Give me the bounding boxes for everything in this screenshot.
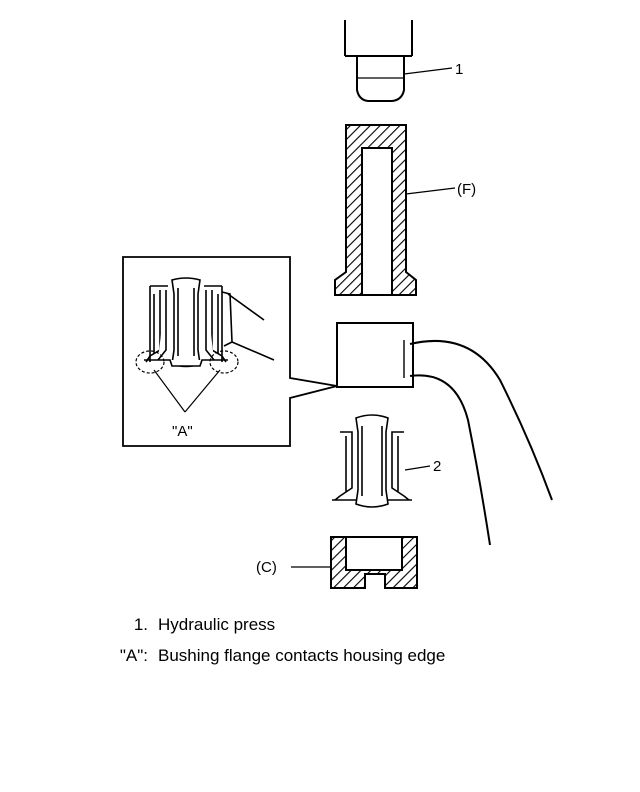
legend-text: Hydraulic press xyxy=(158,615,276,634)
legend-text: Bushing flange contacts housing edge xyxy=(158,646,446,665)
press-callout: 1 xyxy=(455,61,463,78)
bushing xyxy=(332,414,412,508)
tool-f-sleeve xyxy=(334,124,417,296)
press-leader-line xyxy=(403,67,453,75)
tool-c-callout: (C) xyxy=(256,559,277,576)
detail-a-callout: "A" xyxy=(172,423,193,440)
housing xyxy=(336,322,553,546)
detail-bushing-section xyxy=(144,277,275,368)
bushing-press-diagram: 1 (F) "A" xyxy=(122,20,553,589)
tool-f-callout: (F) xyxy=(457,181,476,198)
detail-a-markers xyxy=(135,350,239,413)
tool-c-cup xyxy=(330,536,418,589)
legend-key: 1. xyxy=(133,615,148,634)
tool-f-leader-line xyxy=(405,187,456,195)
hydraulic-press-ram xyxy=(344,20,413,102)
bushing-leader-line xyxy=(404,465,431,471)
bushing-callout: 2 xyxy=(433,458,441,475)
legend-key: "A": xyxy=(119,646,148,665)
